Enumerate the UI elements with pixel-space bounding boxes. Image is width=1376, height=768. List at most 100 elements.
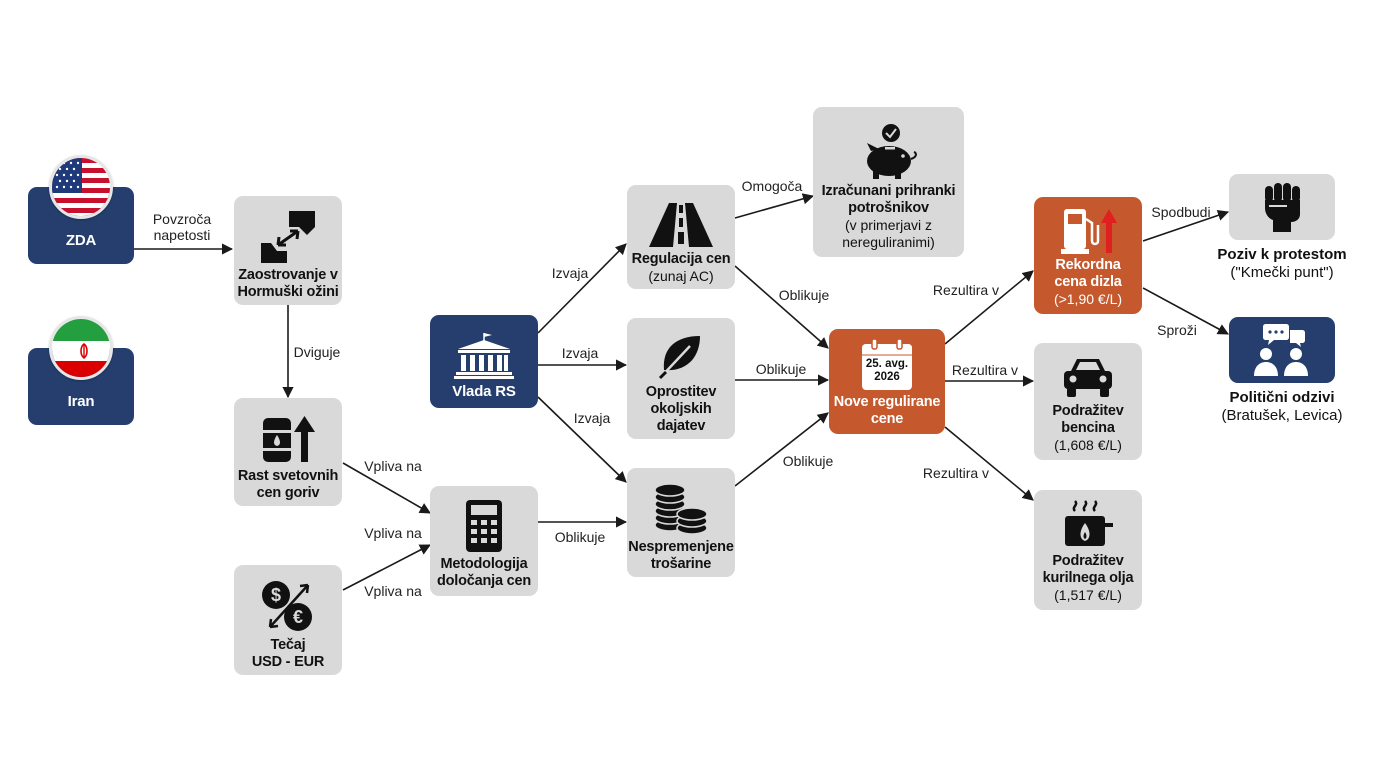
node-dizel-line1: Rekordna xyxy=(1055,257,1121,273)
node-tecaj-line2: USD - EUR xyxy=(251,654,325,670)
piggy-bank-icon xyxy=(866,124,917,179)
node-odzivi-line1: Politični odzivi xyxy=(1229,389,1335,406)
edge-label-tecaj-metodologija-1: Vpliva na xyxy=(364,525,422,541)
node-regulacija-line1: Regulacija cen xyxy=(631,251,731,267)
node-nove[interactable]: 25. avg. 2026 Nove regulirane cene xyxy=(829,329,945,434)
node-metodologija-line2: določanja cen xyxy=(436,573,532,589)
edge-label-nove-kurilno: Rezultira v xyxy=(922,465,990,481)
road-icon xyxy=(649,203,713,247)
edge-label-hormuz-rast: Dviguje xyxy=(293,344,341,360)
edge-tecaj-metodologija xyxy=(342,544,431,591)
node-bencin[interactable]: Podražitev bencina (1,608 €/L) xyxy=(1034,343,1142,460)
edge-label-metodologija-trosarine: Oblikuje xyxy=(554,529,606,545)
node-kurilno-line1: Podražitev xyxy=(1052,553,1124,569)
edge-dizel-protest xyxy=(1142,209,1230,242)
edge-label-oprostitev-nove: Oblikuje xyxy=(755,361,807,377)
node-kurilno[interactable]: Podražitev kurilnega olja (1,517 €/L) xyxy=(1034,490,1142,610)
node-dizel[interactable]: Rekordna cena dizla (>1,90 €/L) xyxy=(1034,197,1142,314)
coin-stacks-icon xyxy=(654,483,708,535)
edge-label-regulacija-prihranki: Omogoča xyxy=(741,178,803,194)
node-tecaj[interactable]: $ € Tečaj USD - EUR xyxy=(234,565,342,675)
node-regulacija-line2: (zunaj AC) xyxy=(648,268,714,284)
node-protest-line1: Poziv k protestom xyxy=(1217,246,1347,263)
edge-label-vlada-regulacija: Izvaja xyxy=(551,265,589,281)
node-oprostitev[interactable]: Oprostitev okoljskih dajatev xyxy=(627,318,735,439)
node-oprostitev-line2: okoljskih xyxy=(650,401,712,417)
edge-label-vlada-trosarine: Izvaja xyxy=(573,410,611,426)
node-protest-line2: ("Kmečki punt") xyxy=(1230,264,1334,281)
node-odzivi-line2: (Bratušek, Levica) xyxy=(1221,407,1343,424)
node-trosarine-line2: trošarine xyxy=(650,556,712,572)
government-building-icon xyxy=(454,333,514,379)
node-dizel-line2: cena dizla xyxy=(1054,274,1122,290)
node-kurilno-line3: (1,517 €/L) xyxy=(1054,587,1122,603)
node-oprostitev-line3: dajatev xyxy=(656,418,706,434)
calendar-date-day: 25. avg. xyxy=(865,358,909,370)
car-icon xyxy=(1064,359,1112,397)
node-oprostitev-line1: Oprostitev xyxy=(645,384,717,400)
fuel-pump-up-icon xyxy=(1061,209,1117,254)
node-metodologija[interactable]: Metodologija določanja cen xyxy=(430,486,538,596)
edge-label-vlada-oprostitev: Izvaja xyxy=(561,345,599,361)
node-zda-label: ZDA xyxy=(65,232,97,249)
edge-label-regulacija-nove: Oblikuje xyxy=(778,287,830,303)
node-rast-line1: Rast svetovnih xyxy=(237,468,339,484)
node-prihranki-line4: nereguliranimi) xyxy=(842,234,935,250)
edge-trosarine-nove xyxy=(734,412,829,487)
node-regulacija[interactable]: Regulacija cen (zunaj AC) xyxy=(627,185,735,289)
node-dizel-line3: (>1,90 €/L) xyxy=(1053,291,1123,307)
node-hormuz-line2: Hormuški ožini xyxy=(237,284,339,300)
node-bencin-line2: bencina xyxy=(1061,420,1115,436)
node-trosarine[interactable]: Nespremenjene trošarine xyxy=(627,468,735,577)
node-iran-label: Iran xyxy=(67,393,95,410)
edge-nove-kurilno xyxy=(944,426,1034,501)
discussion-people-icon xyxy=(1254,324,1308,376)
raised-fist-icon xyxy=(1265,183,1300,232)
node-bencin-line1: Podražitev xyxy=(1052,403,1124,419)
edge-label-rast-metodologija: Vpliva na xyxy=(364,458,422,474)
node-vlada-label: Vlada RS xyxy=(452,383,516,400)
node-kurilno-line2: kurilnega olja xyxy=(1042,570,1134,586)
node-rast[interactable]: Rast svetovnih cen goriv xyxy=(234,398,342,506)
node-tecaj-line1: Tečaj xyxy=(270,637,306,653)
strait-arrows-icon xyxy=(261,211,315,263)
node-prihranki-line1: Izračunani prihranki xyxy=(821,183,956,199)
edge-nove-dizel xyxy=(944,270,1034,345)
node-trosarine-line1: Nespremenjene xyxy=(628,539,734,555)
node-protest-label: Poziv k protestom ("Kmečki punt") xyxy=(1217,246,1346,282)
node-metodologija-line1: Metodologija xyxy=(440,556,528,572)
node-prihranki-line2: potrošnikov xyxy=(848,200,929,216)
edge-label-trosarine-nove: Oblikuje xyxy=(782,453,834,469)
edge-regulacija-prihranki xyxy=(734,193,815,219)
node-vlada[interactable]: Vlada RS xyxy=(430,315,538,408)
calendar-icon: 25. avg. 2026 xyxy=(860,338,914,392)
edge-label-tecaj-metodologija-2: Vpliva na xyxy=(364,583,422,599)
oil-barrel-up-icon xyxy=(263,416,315,462)
leaf-icon xyxy=(658,336,700,380)
node-odzivi-label: Politični odzivi (Bratušek, Levica) xyxy=(1222,389,1343,425)
edge-regulacija-nove xyxy=(734,265,829,349)
node-hormuz[interactable]: Zaostrovanje v Hormuški ožini xyxy=(234,196,342,305)
edge-label-line: napetosti xyxy=(153,227,211,243)
node-protest[interactable] xyxy=(1229,174,1335,240)
edge-label-nove-bencin: Rezultira v xyxy=(951,362,1019,378)
edge-vlada-regulacija xyxy=(537,243,627,334)
node-odzivi[interactable] xyxy=(1229,317,1335,383)
node-prihranki-line3: (v primerjavi z xyxy=(844,217,933,233)
node-hormuz-line1: Zaostrovanje v xyxy=(238,267,338,283)
node-bencin-line3: (1,608 €/L) xyxy=(1054,437,1122,453)
edge-vlada-trosarine xyxy=(537,396,627,483)
node-nove-line2: cene xyxy=(870,411,904,427)
edge-label-nove-dizel: Rezultira v xyxy=(932,282,1000,298)
node-prihranki[interactable]: Izračunani prihranki potrošnikov (v prim… xyxy=(813,107,964,257)
edge-rast-metodologija xyxy=(342,462,431,514)
currency-exchange-icon: $ € xyxy=(262,581,312,631)
iran-flag-icon xyxy=(49,316,113,380)
heating-oil-icon xyxy=(1065,500,1113,546)
edge-dizel-odzivi xyxy=(1142,287,1229,335)
svg-text:$: $ xyxy=(271,585,281,605)
edge-label-dizel-protest: Spodbudi xyxy=(1151,204,1211,220)
calculator-icon xyxy=(466,500,502,552)
node-nove-line1: Nove regulirane xyxy=(833,394,941,410)
